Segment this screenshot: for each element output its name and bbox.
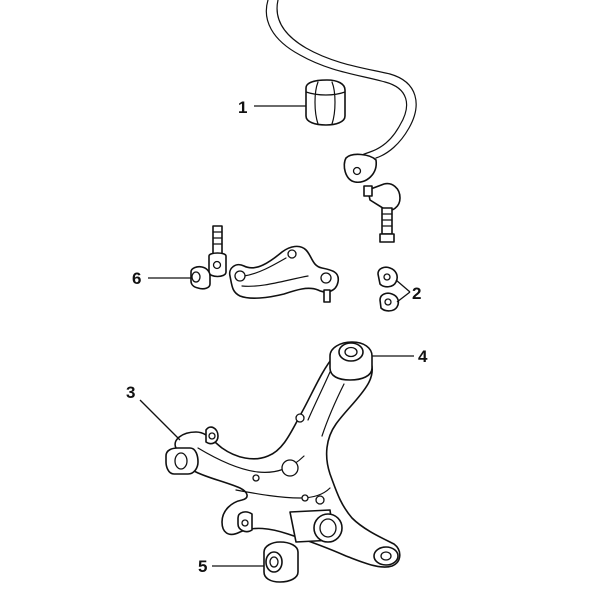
leader-2a xyxy=(395,279,411,293)
leader-2b xyxy=(396,291,411,303)
leader-3 xyxy=(139,399,181,441)
upper-arm-bushing xyxy=(190,265,211,290)
stabilizer-bushing xyxy=(305,79,346,126)
callout-4: 4 xyxy=(418,347,428,366)
rear-lower-bushing xyxy=(329,341,373,381)
upper-arm-bolt xyxy=(208,225,227,278)
callouts: 1 2 3 4 5 6 xyxy=(126,98,428,576)
callout-3: 3 xyxy=(126,383,135,402)
link-bushings xyxy=(377,266,400,312)
front-lower-bushing xyxy=(263,541,299,583)
stabilizer-bar xyxy=(265,0,417,184)
callout-5: 5 xyxy=(198,557,207,576)
callout-2: 2 xyxy=(412,284,421,303)
stabilizer-link xyxy=(363,182,401,243)
callout-6: 6 xyxy=(132,269,141,288)
upper-control-arm xyxy=(228,245,340,303)
callout-1: 1 xyxy=(238,98,247,117)
lower-control-arm xyxy=(165,347,401,568)
leader-lines xyxy=(139,105,414,567)
